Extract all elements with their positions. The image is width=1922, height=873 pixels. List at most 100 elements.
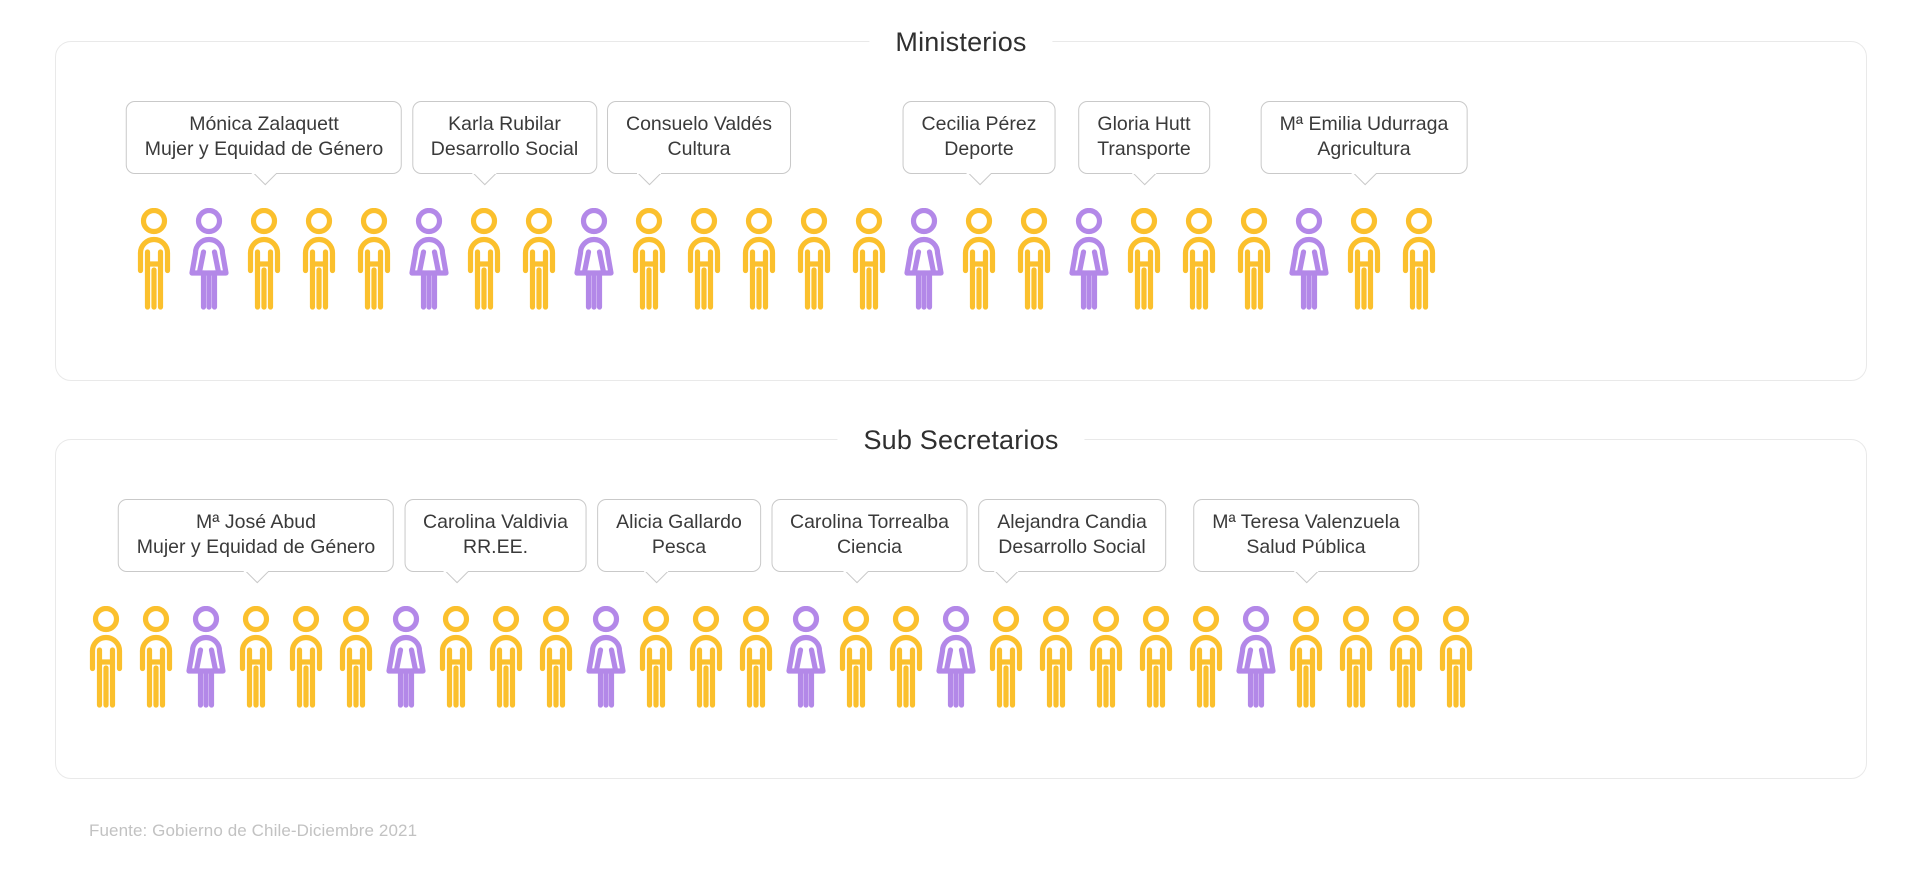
callout-tail-icon [1131, 174, 1157, 192]
callout-person-role: Agricultura [1317, 138, 1411, 160]
callout-person-role: Pesca [651, 536, 707, 558]
person-icon-male [791, 208, 837, 313]
person-icon-male [883, 606, 929, 711]
source-note: Fuente: Gobierno de Chile-Diciembre 2021 [89, 821, 418, 840]
person-icon-female [406, 208, 452, 313]
person-icon-female [1233, 606, 1279, 711]
callout-tail-icon [643, 572, 669, 590]
person-icon-male [983, 606, 1029, 711]
person-icon-male [683, 606, 729, 711]
person-icon-male [1083, 606, 1129, 711]
person-icon-male [133, 606, 179, 711]
callout-tail-cover [472, 171, 496, 175]
person-icon-male [241, 208, 287, 313]
callout-person-name: Mónica Zalaquett [189, 113, 339, 135]
callout-person-name: Cecilia Pérez [921, 113, 1037, 135]
person-icon-male [626, 208, 672, 313]
person-icon-male [131, 208, 177, 313]
callout-person-role: Deporte [944, 138, 1014, 160]
person-icon-male [846, 208, 892, 313]
person-icon-male [351, 208, 397, 313]
person-icon-female [186, 208, 232, 313]
person-icon-female [901, 208, 947, 313]
callout-tail-icon [843, 572, 869, 590]
callout-person-role: Desarrollo Social [998, 536, 1146, 558]
person-icon-female [783, 606, 829, 711]
person-icon-male [736, 208, 782, 313]
callout-person-role: Desarrollo Social [430, 138, 579, 160]
callout-tail-cover [843, 569, 868, 573]
callout-person-name: Carolina Valdivia [423, 511, 568, 533]
person-icon-male [1231, 208, 1277, 313]
person-icon-male [533, 606, 579, 711]
callout-person-name: Alicia Gallardo [616, 511, 742, 533]
person-icon-female [1066, 208, 1112, 313]
callout-tail-cover [643, 569, 668, 573]
person-icon-male [1383, 606, 1429, 711]
person-icon-female [583, 606, 629, 711]
callout-tail-icon [1351, 174, 1377, 192]
person-icon-male [433, 606, 479, 711]
callout-person-name: Gloria Hutt [1097, 113, 1191, 135]
person-icon-male [833, 606, 879, 711]
callout-person-name: Mª José Abud [196, 511, 316, 533]
person-icon-male [296, 208, 342, 313]
callout-tail-icon [251, 174, 277, 192]
person-icon-female [571, 208, 617, 313]
person-icon-male [1433, 606, 1479, 711]
callout-person-role: RR.EE. [462, 536, 529, 558]
callout-tail-icon [443, 572, 469, 590]
callout-person-role: Cultura [667, 138, 731, 160]
person-icon-male [633, 606, 679, 711]
callout-person-role: Mujer y Equidad de Género [144, 138, 384, 160]
person-icon-male [1183, 606, 1229, 711]
person-icon-female [1286, 208, 1332, 313]
person-icon-male [1176, 208, 1222, 313]
person-icon-male [1133, 606, 1179, 711]
person-icon-male [461, 208, 507, 313]
callout-tail-cover [251, 171, 276, 175]
person-icon-male [681, 208, 727, 313]
person-icon-male [733, 606, 779, 711]
person-icon-male [233, 606, 279, 711]
callout-person-name: Consuelo Valdés [626, 113, 772, 135]
person-icon-female [383, 606, 429, 711]
callout-person-name: Alejandra Candia [997, 511, 1147, 533]
callout-person-role: Mujer y Equidad de Género [136, 536, 376, 558]
section-title-ministerios: Ministerios [869, 21, 1053, 63]
callout-tail-icon [471, 174, 497, 192]
callout-tail-icon [966, 174, 992, 192]
figure-row-ministerios [56, 203, 1866, 313]
callout-tail-icon [1293, 572, 1319, 590]
callout-person-name: Mª Teresa Valenzuela [1212, 511, 1400, 533]
person-icon-male [1033, 606, 1079, 711]
callout-tail-icon [993, 572, 1019, 590]
person-icon-male [283, 606, 329, 711]
person-icon-male [1333, 606, 1379, 711]
callout-tail-cover [1131, 171, 1156, 175]
person-icon-male [1396, 208, 1442, 313]
person-icon-male [1341, 208, 1387, 313]
callout-person-role: Ciencia [836, 536, 903, 558]
callout-tail-icon [243, 572, 269, 590]
callout-person-role: Salud Pública [1246, 536, 1366, 558]
person-icon-male [1121, 208, 1167, 313]
figure-row-subsecretarios [56, 601, 1866, 711]
person-icon-male [516, 208, 562, 313]
callout-tail-cover [636, 171, 661, 175]
callout-person-role: Transporte [1097, 138, 1191, 160]
